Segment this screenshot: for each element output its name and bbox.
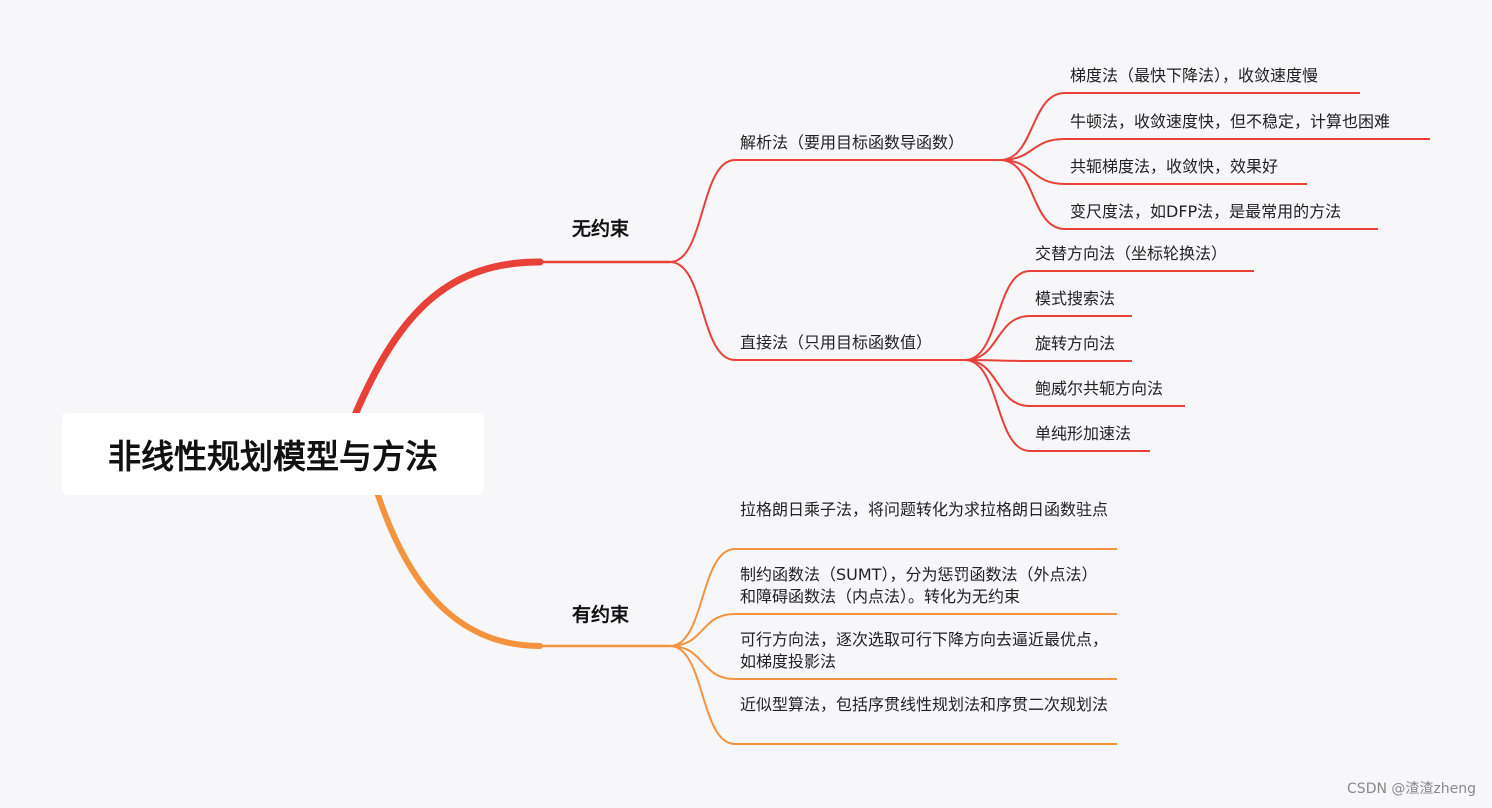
root-to-unconstrained-connector [351,258,544,419]
leaf-newton-method[interactable]: 牛顿法，收敛速度快，但不稳定，计算也困难 [1070,112,1391,131]
root-to-constrained-connector [375,492,543,649]
analytic-leaf-connector [999,138,1066,161]
branch-constrained[interactable]: 有约束 [572,604,630,626]
direct-leaf-connector [964,270,1031,361]
branch-unconstrained[interactable]: 无约束 [572,218,630,240]
leaf-alternating-direction[interactable]: 交替方向法（坐标轮换法） [1035,244,1228,263]
analytic-leaf-connector [999,159,1066,185]
leaf-variable-metric[interactable]: 变尺度法，如DFP法，是最常用的方法 [1070,202,1342,221]
direct-leaf-connector [964,315,1031,361]
direct-leaf-connector [964,359,1031,407]
node-analytic-method[interactable]: 解析法（要用目标函数导函数） [740,133,965,152]
analytic-connector [669,159,736,263]
leaf-simplex-acceleration[interactable]: 单纯形加速法 [1035,424,1132,443]
leaf-lagrange-multiplier[interactable]: 拉格朗日乘子法，将问题转化为求拉格朗日函数驻点 [740,500,1109,519]
constrained-leaf-connector [669,548,736,647]
analytic-leaf-connector [999,92,1066,161]
leaf-feasible-direction[interactable]: 可行方向法，逐次选取可行下降方向去逼近最优点，如梯度投影法 [740,630,1109,671]
constrained-leaf-connector [669,645,736,680]
root-title: 非线性规划模型与方法 [108,437,438,476]
leaf-conjugate-gradient[interactable]: 共轭梯度法，收敛快，效果好 [1070,157,1279,176]
analytic-leaf-connector [999,159,1066,230]
root-node[interactable]: 非线性规划模型与方法 [62,413,484,495]
watermark: CSDN @渣渣zheng [1347,781,1476,797]
node-direct-method[interactable]: 直接法（只用目标函数值） [740,333,933,352]
leaf-pattern-search[interactable]: 模式搜索法 [1035,289,1116,308]
direct-leaf-connector [964,359,1031,362]
leaf-rotating-direction[interactable]: 旋转方向法 [1035,334,1116,353]
constrained-leaf-connector [669,613,736,647]
leaf-sumt[interactable]: 制约函数法（SUMT），分为惩罚函数法（外点法）和障碍函数法（内点法）。转化为无… [740,565,1098,606]
constrained-leaf-connector [669,645,736,745]
direct-leaf-connector [964,359,1031,452]
leaf-powell-conjugate[interactable]: 鲍威尔共轭方向法 [1035,379,1164,398]
leaf-approximate-algorithm[interactable]: 近似型算法，包括序贯线性规划法和序贯二次规划法 [740,695,1109,714]
leaf-gradient-method[interactable]: 梯度法（最快下降法），收敛速度慢 [1070,66,1319,85]
direct-connector [669,261,736,361]
